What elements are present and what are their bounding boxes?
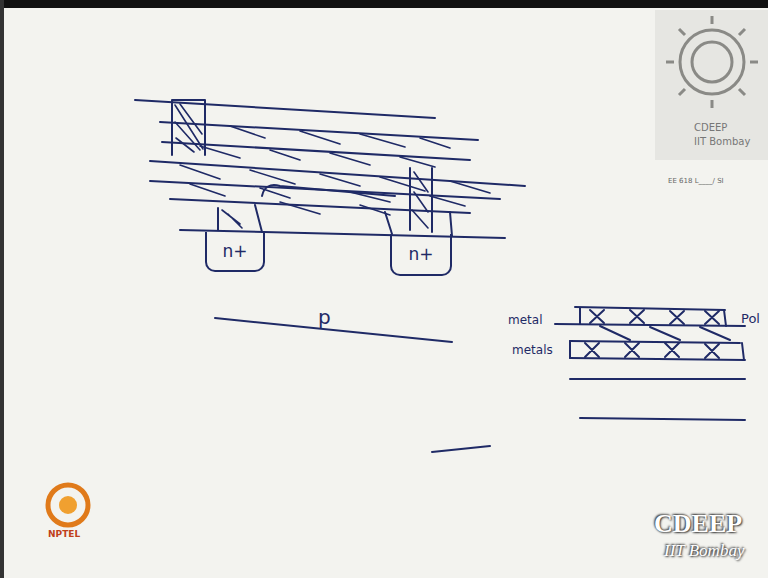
- nptel-logo: [48, 485, 88, 525]
- frame-bar: [0, 0, 4, 578]
- layer-label: metal: [508, 314, 542, 327]
- layer-stack: [135, 100, 525, 238]
- diffusion-region: n+: [205, 232, 265, 272]
- hatching: [175, 104, 490, 228]
- region-label: n+: [408, 245, 433, 264]
- diffusion-region: n+: [390, 234, 452, 276]
- course-code: EE 618 L____/ SI: [668, 178, 724, 186]
- gear-logo: [666, 16, 758, 108]
- layer-label: Pol: [741, 312, 760, 326]
- watermark: CDEEP: [694, 122, 727, 133]
- substrate-label: p: [318, 306, 331, 328]
- layer-inset: [555, 307, 745, 420]
- frame-bar: [0, 0, 768, 8]
- layer-label: metals: [512, 344, 553, 357]
- watermark: NPTEL: [48, 530, 80, 540]
- watermark: IIT Bombay: [664, 542, 744, 561]
- logo-panel: [655, 10, 768, 160]
- watermark: CDEEP: [654, 510, 742, 539]
- watermark: IIT Bombay: [694, 136, 750, 147]
- region-label: n+: [222, 242, 247, 261]
- substrate-line: [215, 318, 490, 452]
